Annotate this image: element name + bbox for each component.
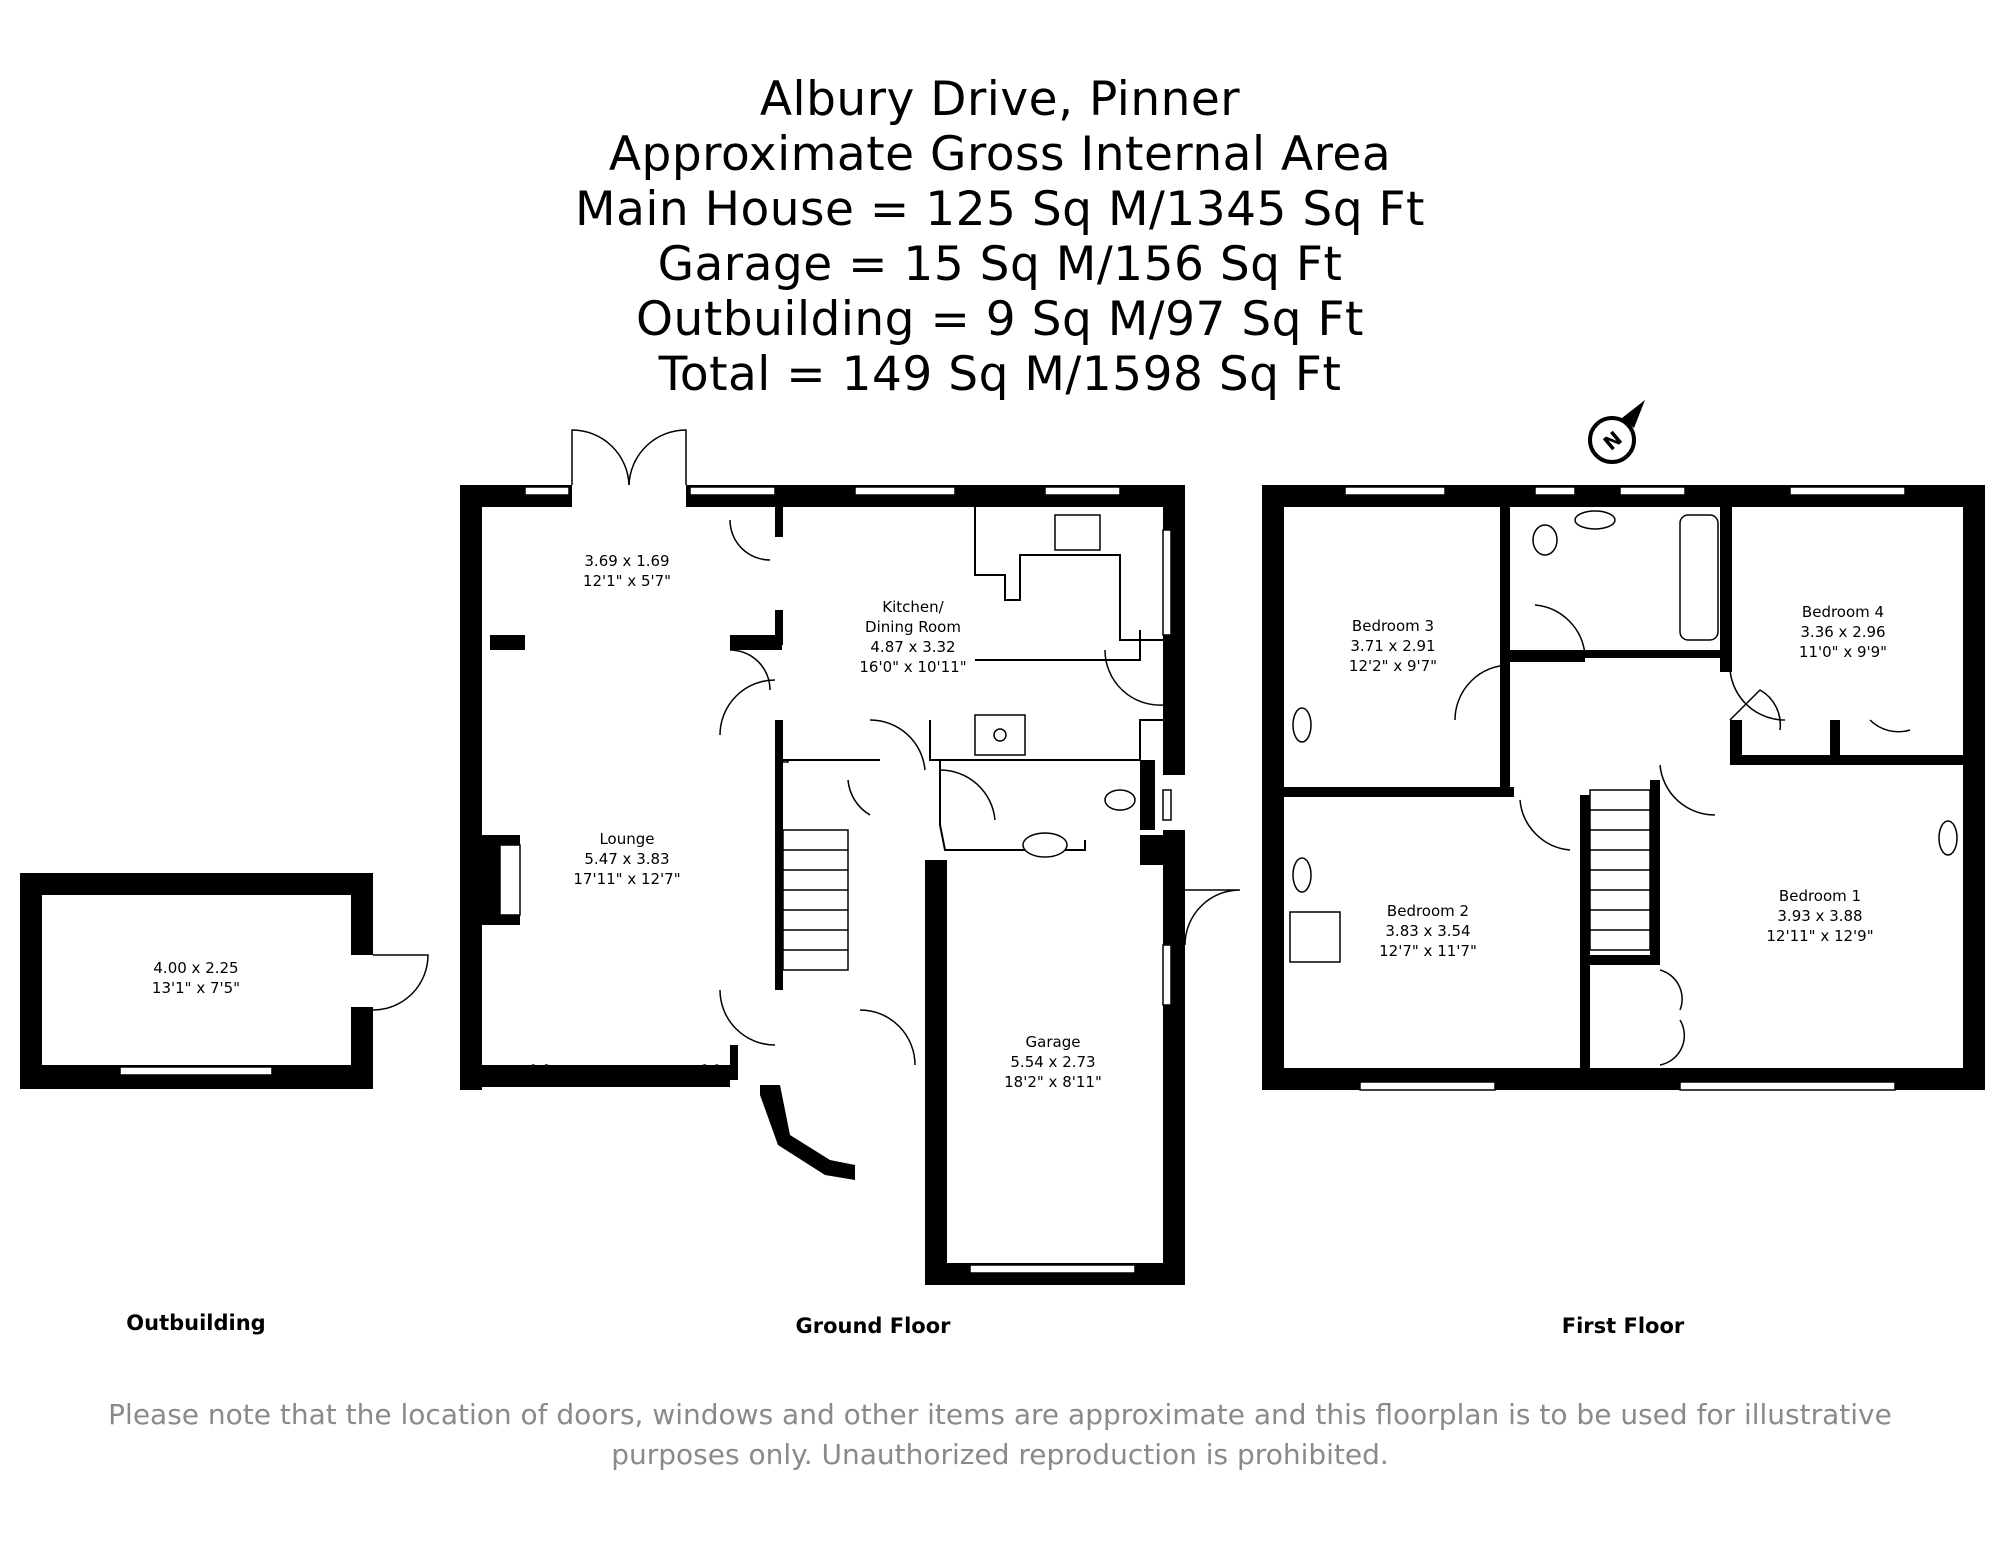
area-heading: Approximate Gross Internal Area <box>608 127 1392 182</box>
room-imperial: 12'7" x 11'7" <box>1379 942 1477 960</box>
bath-icon <box>1679 514 1719 641</box>
room-imperial: 12'2" x 9'7" <box>1349 657 1437 675</box>
stairs <box>782 829 849 971</box>
outbuilding-caption: Outbuilding <box>126 1311 265 1335</box>
room-dims: 3.36 x 2.96 <box>1800 623 1885 641</box>
sink-icon <box>1054 514 1101 551</box>
disclaimer-line-2: purposes only. Unauthorized reproduction… <box>611 1438 1389 1471</box>
first-floor-plan <box>1262 485 1985 1091</box>
ground-floor-caption: Ground Floor <box>795 1314 951 1338</box>
kitchen-room: Kitchen/ Dining Room 4.87 x 3.32 16'0" x… <box>859 598 966 676</box>
property-title: Albury Drive, Pinner <box>759 72 1241 127</box>
main-house-area: Main House = 125 Sq M/1345 Sq Ft <box>575 182 1425 237</box>
room-dims: 3.69 x 1.69 <box>584 552 669 570</box>
room-dims: 3.83 x 3.54 <box>1385 922 1470 940</box>
room-imperial: 12'11" x 12'9" <box>1766 927 1873 945</box>
door-swing <box>372 954 429 1011</box>
room-name: Bedroom 3 <box>1352 617 1434 635</box>
room-dims: 5.47 x 3.83 <box>584 850 669 868</box>
bedroom-4: Bedroom 4 3.36 x 2.96 11'0" x 9'9" <box>1799 603 1887 661</box>
room-imperial: 17'11" x 12'7" <box>573 870 680 888</box>
first-floor-caption: First Floor <box>1562 1314 1685 1338</box>
basin-icon <box>1574 510 1616 530</box>
room-imperial: 12'1" x 5'7" <box>583 572 671 590</box>
room-name-line2: Dining Room <box>865 618 961 636</box>
room-name: Bedroom 1 <box>1779 887 1861 905</box>
room-dims: 3.93 x 3.88 <box>1777 907 1862 925</box>
room-imperial: 16'0" x 10'11" <box>859 658 966 676</box>
room-dims: 4.00 x 2.25 <box>153 959 238 977</box>
basin-icon <box>1022 832 1068 858</box>
outbuilding-area: Outbuilding = 9 Sq M/97 Sq Ft <box>636 292 1364 347</box>
room-dims: 3.71 x 2.91 <box>1350 637 1435 655</box>
room-name: Lounge <box>599 830 654 848</box>
garage-area: Garage = 15 Sq M/156 Sq Ft <box>657 237 1343 292</box>
total-area: Total = 149 Sq M/1598 Sq Ft <box>658 347 1342 402</box>
disclaimer-line-1: Please note that the location of doors, … <box>108 1398 1892 1431</box>
outbuilding-plan <box>20 873 429 1089</box>
toilet-icon <box>1104 789 1136 811</box>
outbuilding-room: 4.00 x 2.25 13'1" x 7'5" <box>152 959 240 997</box>
room-imperial: 11'0" x 9'9" <box>1799 643 1887 661</box>
room-imperial: 18'2" x 8'11" <box>1004 1073 1102 1091</box>
ground-floor-room-unnamed: 3.69 x 1.69 12'1" x 5'7" <box>583 552 671 590</box>
garage-door <box>969 1264 1136 1274</box>
bedroom-3: Bedroom 3 3.71 x 2.91 12'2" x 9'7" <box>1349 617 1437 675</box>
bedroom-2: Bedroom 2 3.83 x 3.54 12'7" x 11'7" <box>1379 902 1477 960</box>
room-name: Garage <box>1026 1033 1081 1051</box>
window <box>119 1066 273 1076</box>
room-dims: 4.87 x 3.32 <box>870 638 955 656</box>
north-compass: N <box>1588 400 1645 464</box>
door-swing <box>571 429 630 486</box>
bedroom-1: Bedroom 1 3.93 x 3.88 12'11" x 12'9" <box>1766 887 1873 945</box>
ground-floor-plan <box>460 429 1241 1285</box>
room-imperial: 13'1" x 7'5" <box>152 979 240 997</box>
lounge-room: Lounge 5.47 x 3.83 17'11" x 12'7" <box>573 830 680 888</box>
room-dims: 5.54 x 2.73 <box>1010 1053 1095 1071</box>
hob-icon <box>974 714 1026 756</box>
room-name: Bedroom 2 <box>1387 902 1469 920</box>
room-name: Kitchen/ <box>882 598 944 616</box>
toilet-icon <box>1532 524 1558 556</box>
disclaimer: Please note that the location of doors, … <box>0 1395 2000 1475</box>
room-name: Bedroom 4 <box>1802 603 1884 621</box>
garage-room: Garage 5.54 x 2.73 18'2" x 8'11" <box>1004 1033 1102 1091</box>
floorplan-header: Albury Drive, Pinner Approximate Gross I… <box>0 72 2000 402</box>
